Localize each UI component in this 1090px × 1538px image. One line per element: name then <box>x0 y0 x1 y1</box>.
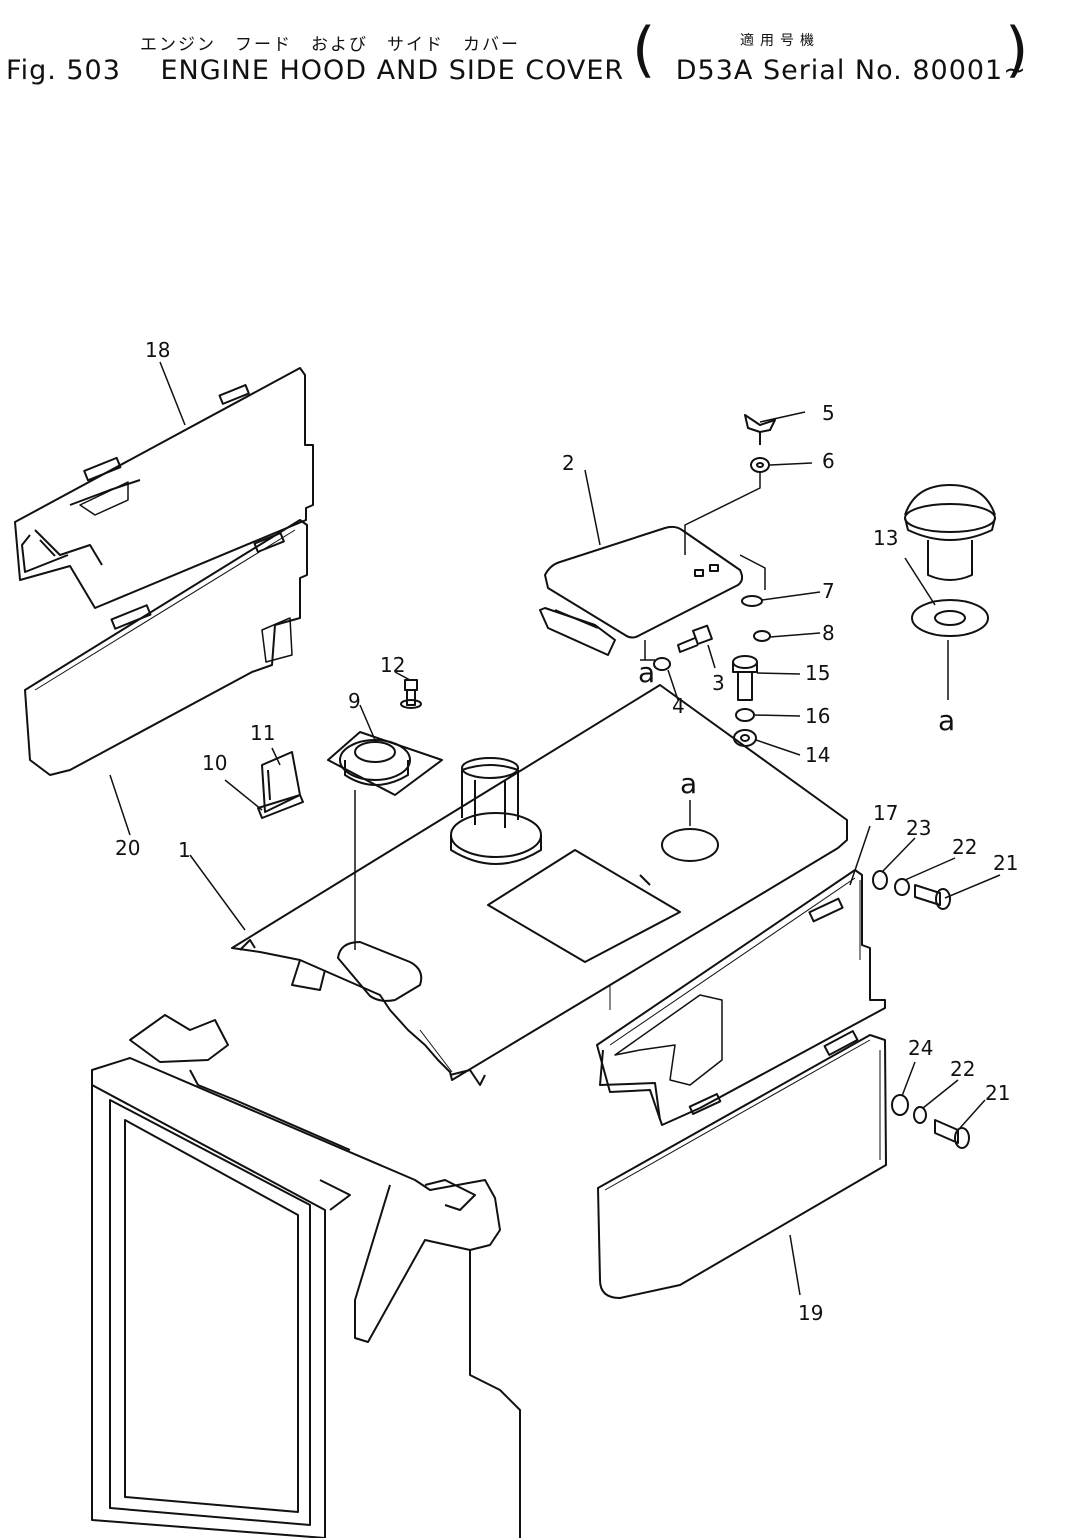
callout-21-upper: 21 <box>993 851 1018 875</box>
title-japanese: エンジン フード および サイド カバー <box>140 35 520 55</box>
part-15-bolt <box>732 655 758 701</box>
callout-8: 8 <box>822 621 835 645</box>
part-10-11-bracket <box>257 751 304 819</box>
part-13-cap <box>904 484 996 637</box>
callout-a-bolt: a <box>638 656 655 689</box>
callout-2: 2 <box>562 451 575 475</box>
part-22-washer-lower <box>913 1106 927 1124</box>
callout-9: 9 <box>348 689 361 713</box>
close-paren: ) <box>1005 15 1029 85</box>
leader-lines <box>109 361 1001 1296</box>
callout-7: 7 <box>822 579 835 603</box>
part-18-upper-left-side-panel <box>14 367 314 609</box>
callout-12: 12 <box>380 653 405 677</box>
serial-japanese: 適用号機 <box>740 33 820 49</box>
callout-a-cap: a <box>938 704 955 737</box>
callout-15: 15 <box>805 661 830 685</box>
callout-6: 6 <box>822 449 835 473</box>
part-1-engine-hood <box>231 684 848 1086</box>
callout-16: 16 <box>805 704 830 728</box>
part-17-upper-right-side-panel <box>596 869 886 1126</box>
part-8-nut <box>753 630 771 642</box>
part-21-bolt-upper <box>914 884 951 910</box>
part-16-nut <box>735 708 755 722</box>
part-19-lower-right-side-panel <box>597 1030 887 1299</box>
part-9-cap-plate <box>327 731 443 796</box>
callout-4: 4 <box>672 694 685 718</box>
part-21-bolt-lower <box>934 1119 970 1149</box>
part-24-washer <box>891 1094 909 1116</box>
callout-a-hood: a <box>680 767 697 800</box>
callout-22-upper: 22 <box>952 835 977 859</box>
figure-title: Fig. 503 ENGINE HOOD AND SIDE COVER D53A… <box>6 55 1033 86</box>
callout-18: 18 <box>145 338 170 362</box>
callout-17: 17 <box>873 801 898 825</box>
part-23-washer <box>872 870 888 890</box>
part-7-spring <box>741 595 763 607</box>
part-12-bolt <box>400 679 422 709</box>
figure-number: Fig. 503 <box>6 55 121 86</box>
figure-title-english: ENGINE HOOD AND SIDE COVER <box>160 55 625 86</box>
callout-20: 20 <box>115 836 140 860</box>
callout-5: 5 <box>822 401 835 425</box>
model-serial: D53A Serial No. 80001~ <box>675 55 1027 86</box>
callout-1: 1 <box>178 838 191 862</box>
callout-22-lower: 22 <box>950 1057 975 1081</box>
callout-10: 10 <box>202 751 227 775</box>
callout-19: 19 <box>798 1301 823 1325</box>
open-paren: ( <box>632 15 656 85</box>
callout-21-lower: 21 <box>985 1081 1010 1105</box>
radiator-frame <box>91 1014 521 1538</box>
part-4-washer <box>653 657 671 671</box>
callout-24: 24 <box>908 1036 933 1060</box>
callout-13: 13 <box>873 526 898 550</box>
callout-11: 11 <box>250 721 275 745</box>
part-3-bolt <box>677 624 713 653</box>
callout-14: 14 <box>805 743 830 767</box>
filler-tube <box>450 757 542 865</box>
part-20-lower-left-side-panel <box>24 519 308 776</box>
part-2-inspection-cover <box>539 525 744 656</box>
part-14-washer <box>733 729 757 747</box>
part-6-washer <box>750 457 770 473</box>
callout-3: 3 <box>712 671 725 695</box>
callout-23: 23 <box>906 816 931 840</box>
part-5-wing-bolt <box>744 414 776 445</box>
part-22-washer-upper <box>894 878 910 896</box>
